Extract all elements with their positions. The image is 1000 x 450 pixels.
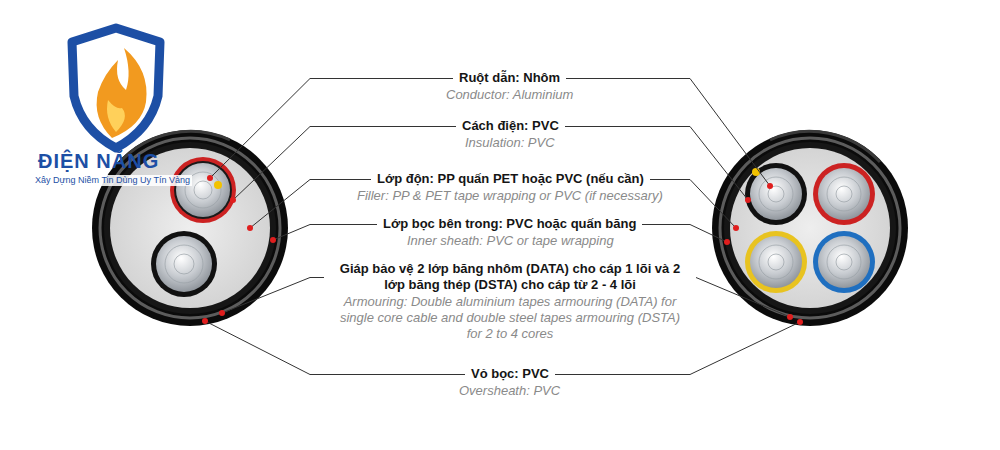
part-label-english: Armouring: Double aluminium tapes armour… — [335, 294, 685, 342]
brand-slogan: Xây Dựng Niềm Tin Dùng Uy Tín Vàng — [33, 175, 192, 186]
leader-dot — [745, 197, 751, 203]
leader-dot — [202, 318, 208, 324]
leader-line — [555, 322, 800, 375]
leader-dot — [207, 175, 213, 181]
brand-shield — [72, 28, 160, 148]
leader-line — [222, 278, 324, 314]
part-label: Lớp bọc bên trong: PVC hoặc quấn băng — [383, 216, 636, 232]
leader-dot — [733, 225, 739, 231]
leader-dot — [219, 310, 225, 316]
part-label: Vỏ bọc: PVC — [471, 366, 549, 382]
leader-dot — [230, 197, 236, 203]
part-label: Ruột dẫn: Nhôm — [459, 70, 560, 86]
leader-line — [205, 321, 465, 375]
leader-dot — [724, 239, 730, 245]
leader-line — [273, 225, 377, 241]
leader-lines — [202, 79, 803, 375]
leader-dot — [270, 237, 276, 243]
leader-dot — [767, 183, 773, 189]
leader-line — [696, 278, 790, 318]
part-label: Giáp bảo vệ 2 lớp băng nhôm (DATA) cho c… — [330, 261, 690, 293]
part-label-english: Conductor: Aluminium — [446, 87, 573, 103]
part-label-english: Oversheath: PVC — [459, 383, 560, 399]
leader-line — [210, 79, 453, 179]
leader-dot — [787, 314, 793, 320]
part-label-english: Inner sheath: PVC or tape wrapping — [407, 233, 614, 249]
leader-dot — [247, 225, 253, 231]
part-label: Lớp độn: PP quấn PET hoặc PVC (nếu cần) — [377, 171, 644, 187]
brand-name: ĐIỆN NĂNG — [38, 150, 159, 172]
leader-line — [566, 79, 770, 187]
leader-dot — [797, 319, 803, 325]
part-label: Cách điện: PVC — [462, 118, 559, 134]
leader-line — [250, 180, 371, 229]
part-label-english: Filler: PP & PET tape wrapping or PVC (i… — [357, 188, 663, 204]
part-label-english: Insulation: PVC — [465, 135, 555, 151]
leader-line — [642, 225, 727, 243]
leader-line — [650, 180, 736, 229]
